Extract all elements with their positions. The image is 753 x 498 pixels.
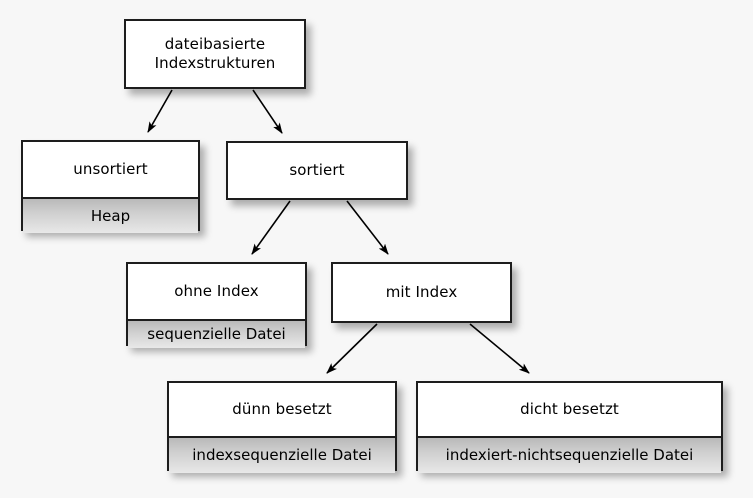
edge-root-unsortiert: [147, 89, 173, 133]
node-dateibasierte-indexstrukturen[interactable]: dateibasierte Indexstrukturen: [124, 19, 306, 89]
node-title: dünn besetzt: [169, 383, 395, 436]
node-unsortiert[interactable]: unsortiert Heap: [21, 140, 200, 233]
edge-mit-index-dicht: [469, 323, 530, 374]
node-subtitle: indexiert-nichtsequenzielle Datei: [418, 436, 721, 473]
node-title: unsortiert: [23, 142, 198, 197]
node-title: mit Index: [333, 264, 510, 321]
node-dicht-besetzt[interactable]: dicht besetzt indexiert-nichtsequenziell…: [416, 381, 723, 473]
node-sortiert[interactable]: sortiert: [226, 141, 408, 200]
node-title: sortiert: [228, 143, 406, 198]
node-duenn-besetzt[interactable]: dünn besetzt indexsequenzielle Datei: [167, 381, 397, 473]
edge-mit-index-duenn: [326, 323, 378, 374]
edge-sortiert-ohne-index: [251, 200, 291, 255]
node-title: dateibasierte Indexstrukturen: [126, 21, 304, 87]
node-title: dicht besetzt: [418, 383, 721, 436]
node-subtitle: indexsequenzielle Datei: [169, 436, 395, 473]
node-ohne-index[interactable]: ohne Index sequenzielle Datei: [126, 262, 307, 348]
edge-sortiert-mit-index: [346, 200, 389, 255]
edge-root-sortiert: [252, 89, 283, 134]
node-mit-index[interactable]: mit Index: [331, 262, 512, 323]
node-subtitle: sequenzielle Datei: [128, 319, 305, 348]
node-title: ohne Index: [128, 264, 305, 319]
node-subtitle: Heap: [23, 197, 198, 233]
